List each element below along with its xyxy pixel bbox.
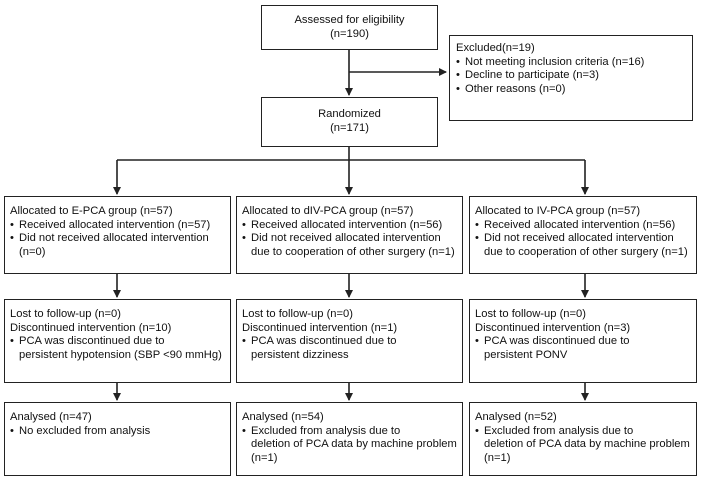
analysed-box-e-pca: Analysed (n=47) No excluded from analysi…: [4, 402, 231, 476]
followup-box-iv-pca: Lost to follow-up (n=0) Discontinued int…: [469, 299, 697, 383]
analysed-note-count: (n=1): [251, 451, 278, 464]
followup-box-div-pca: Lost to follow-up (n=0) Discontinued int…: [236, 299, 463, 383]
allocation-box-e-pca: Allocated to E-PCA group (n=57) Received…: [4, 196, 231, 274]
followup-lost: Lost to follow-up (n=0): [242, 308, 354, 320]
analysed-note-cont: deletion of PCA data by machine problem: [484, 438, 690, 450]
followup-box-e-pca: Lost to follow-up (n=0) Discontinued int…: [4, 299, 231, 383]
analysed-note-count: (n=1): [484, 451, 511, 464]
allocation-title: Allocated to IV-PCA group (n=57): [475, 205, 641, 217]
allocation-not-received: Did not received allocated intervention: [10, 232, 230, 246]
excluded-box: Excluded(n=19) Not meeting inclusion cri…: [449, 35, 693, 121]
analysed-title: Analysed (n=52): [475, 411, 557, 423]
followup-reason-cont: persistent hypotension (SBP <90 mmHg): [19, 348, 222, 361]
assessed-count: (n=190): [330, 27, 369, 40]
analysed-box-div-pca: Analysed (n=54) Excluded from analysis d…: [236, 402, 463, 476]
allocation-title: Allocated to dIV-PCA group (n=57): [242, 205, 414, 217]
followup-discontinued: Discontinued intervention (n=1): [242, 321, 398, 334]
followup-lost: Lost to follow-up (n=0): [475, 308, 587, 320]
excluded-item: Not meeting inclusion criteria (n=16): [456, 56, 692, 70]
excluded-item: Other reasons (n=0): [456, 83, 692, 97]
analysed-note-cont: deletion of PCA data by machine problem: [251, 438, 457, 450]
analysed-box-iv-pca: Analysed (n=52) Excluded from analysis d…: [469, 402, 697, 476]
allocation-received: Received allocated intervention (n=56): [242, 219, 462, 233]
analysed-title: Analysed (n=54): [242, 411, 324, 423]
assessed-box: Assessed for eligibility (n=190): [261, 5, 438, 50]
allocation-not-received: Did not received allocated intervention: [475, 232, 696, 246]
followup-lost: Lost to follow-up (n=0): [10, 308, 122, 320]
allocation-not-received-cont: due to cooperation of other surgery (n=1…: [251, 245, 455, 258]
allocation-received: Received allocated intervention (n=56): [475, 219, 696, 233]
followup-reason: PCA was discontinued due to: [242, 335, 462, 349]
allocation-box-div-pca: Allocated to dIV-PCA group (n=57) Receiv…: [236, 196, 463, 274]
analysed-note: No excluded from analysis: [10, 425, 230, 439]
assessed-title: Assessed for eligibility: [294, 14, 405, 26]
followup-reason-cont: persistent dizziness: [251, 348, 349, 361]
allocation-title: Allocated to E-PCA group (n=57): [10, 205, 173, 217]
allocation-not-received-cont: due to cooperation of other surgery (n=1…: [484, 245, 688, 258]
analysed-title: Analysed (n=47): [10, 411, 92, 423]
followup-reason: PCA was discontinued due to: [10, 335, 230, 349]
randomized-box: Randomized (n=171): [261, 97, 438, 147]
followup-reason: PCA was discontinued due to: [475, 335, 696, 349]
followup-discontinued: Discontinued intervention (n=10): [10, 321, 172, 334]
excluded-item: Decline to participate (n=3): [456, 69, 692, 83]
excluded-title: Excluded(n=19): [456, 42, 535, 54]
randomized-count: (n=171): [330, 121, 369, 134]
analysed-note: Excluded from analysis due to: [475, 425, 696, 439]
allocation-received: Received allocated intervention (n=57): [10, 219, 230, 233]
allocation-not-received-cont: (n=0): [19, 245, 46, 258]
randomized-title: Randomized: [318, 108, 381, 120]
analysed-note: Excluded from analysis due to: [242, 425, 462, 439]
allocation-not-received: Did not received allocated intervention: [242, 232, 462, 246]
followup-discontinued: Discontinued intervention (n=3): [475, 321, 631, 334]
followup-reason-cont: persistent PONV: [484, 348, 568, 361]
allocation-box-iv-pca: Allocated to IV-PCA group (n=57) Receive…: [469, 196, 697, 274]
